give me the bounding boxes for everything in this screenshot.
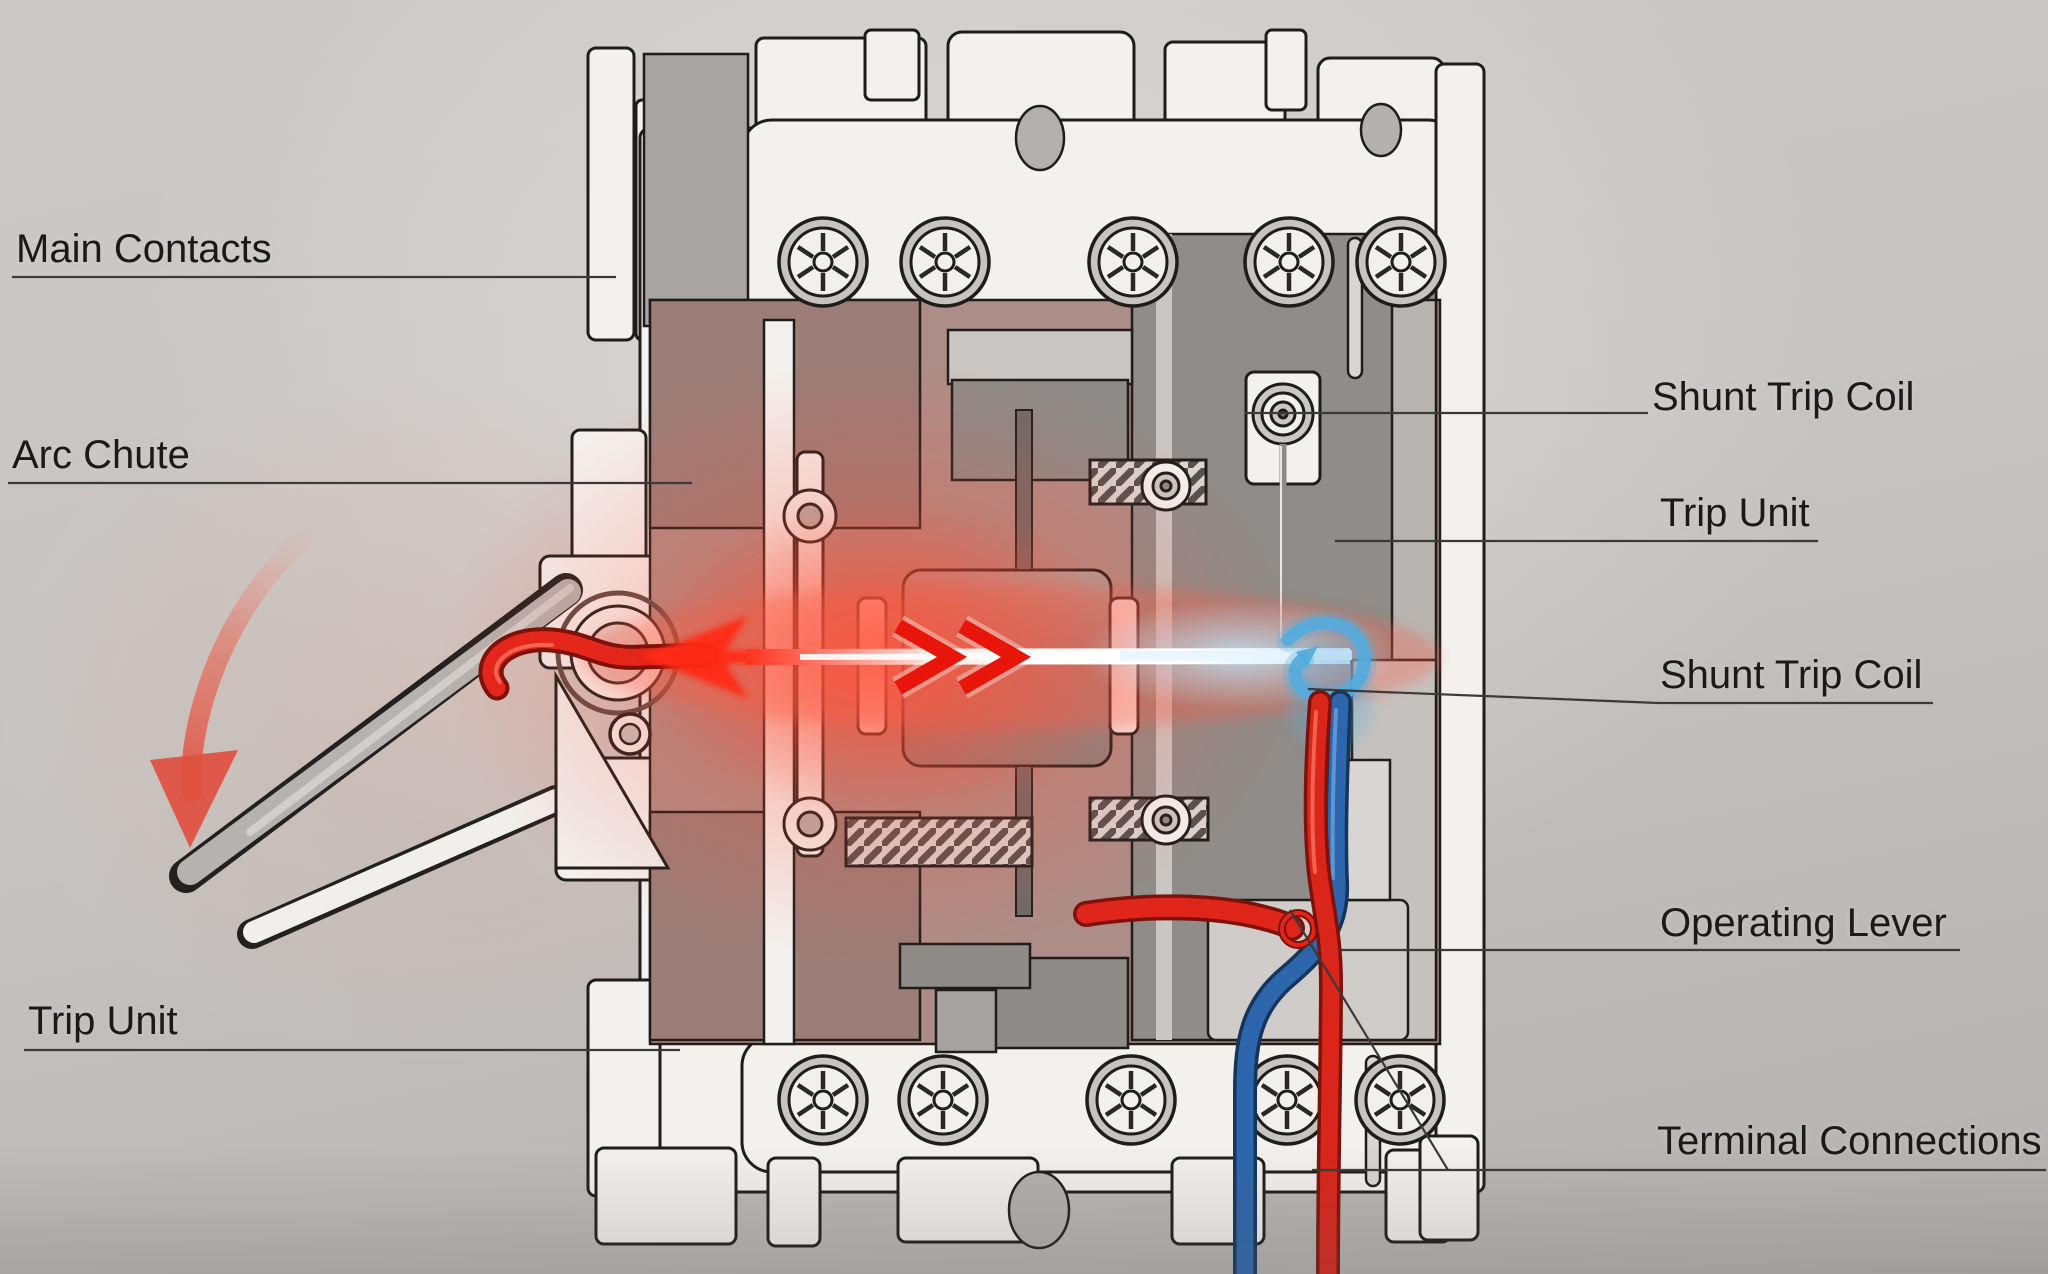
lever-handle (243, 789, 567, 943)
label-shunt-trip-coil-upper: Shunt Trip Coil (1652, 375, 1915, 419)
label-shunt-trip-coil-lower: Shunt Trip Coil (1660, 653, 1923, 697)
leader-lines (8, 275, 2046, 1172)
label-arc-chute: Arc Chute (12, 433, 190, 477)
red-terminal-wire (1073, 894, 1318, 949)
red-wire (1303, 690, 1344, 1274)
label-operating-lever: Operating Lever (1660, 901, 1947, 945)
label-trip-unit-right: Trip Unit (1660, 491, 1810, 535)
leader-shunt-trip-coil-lower (1307, 687, 1933, 705)
label-main-contacts: Main Contacts (16, 227, 272, 271)
trip-direction-arrow-icon (150, 530, 312, 848)
current-flare-icon (640, 616, 846, 698)
label-terminal-connections: Terminal Connections (1657, 1119, 2042, 1163)
wires (1073, 690, 1352, 1274)
red-feed-wire (478, 627, 719, 701)
leader-terminal-connections (1289, 909, 2046, 1172)
current-flow-chevrons-icon (892, 615, 1041, 699)
label-trip-unit-left: Trip Unit (28, 999, 178, 1043)
